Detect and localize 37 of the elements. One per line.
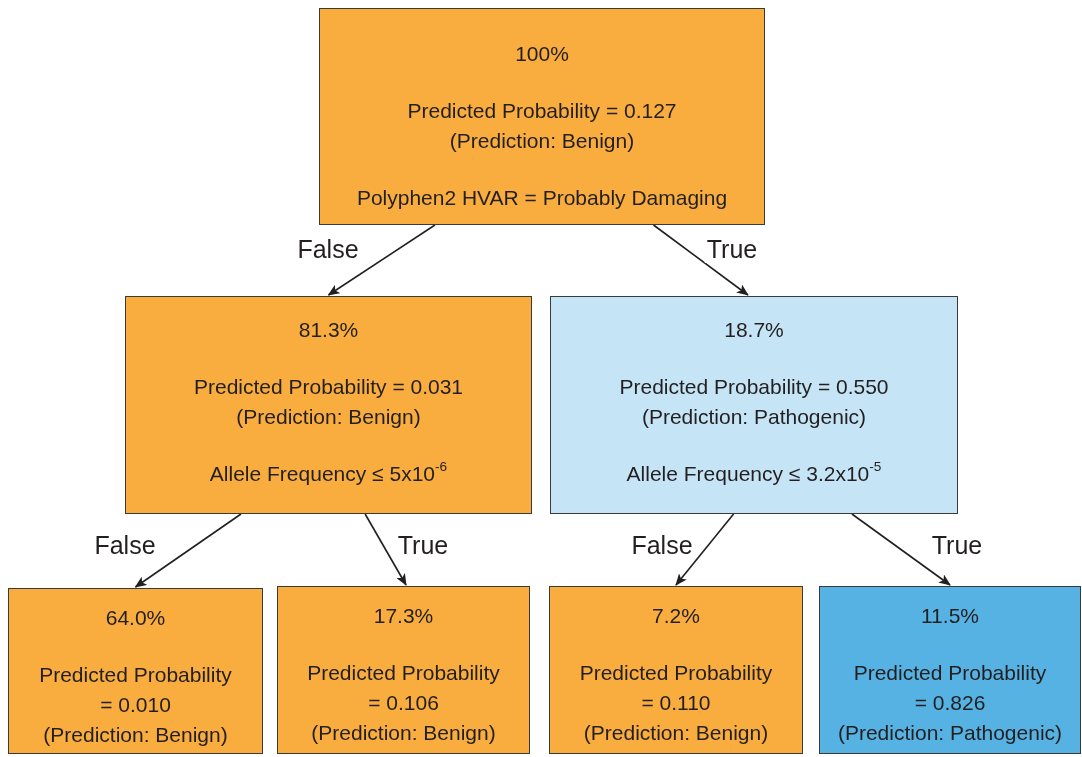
probability-text: Predicted Probability = 0.110	[578, 660, 774, 716]
split-condition-text: Allele Frequency ≤ 3.2x10$^{-5}$	[626, 459, 882, 487]
prediction-text: (Prediction: Benign)	[236, 404, 421, 430]
prediction-text: (Prediction: Pathogenic)	[837, 720, 1063, 746]
prediction-text: (Prediction: Benign)	[43, 722, 228, 748]
arrow	[851, 513, 951, 586]
probability-text: Predicted Probability = 0.010	[38, 662, 233, 718]
probability-text: Predicted Probability = 0.127	[407, 98, 677, 124]
percentage-text: 17.3%	[373, 603, 434, 629]
tree-node-box	[125, 296, 532, 514]
percentage-text: 81.3%	[298, 317, 359, 343]
tree-node-box	[319, 8, 765, 225]
split-condition-text: Polyphen2 HVAR = Probably Damaging	[356, 185, 728, 211]
prediction-text: (Prediction: Pathogenic)	[641, 404, 867, 430]
tree-node-box	[549, 586, 803, 754]
probability-text: Predicted Probability = 0.826	[852, 660, 1048, 716]
split-condition-text: Allele Frequency ≤ 5x10$^{-6}$	[209, 459, 448, 487]
prediction-text: (Prediction: Benign)	[311, 720, 496, 746]
probability-text: Predicted Probability = 0.550	[619, 374, 889, 400]
tree-node-box	[277, 586, 530, 754]
arrow	[134, 513, 242, 588]
percentage-text: 11.5%	[921, 603, 979, 629]
probability-text: Predicted Probability = 0.106	[306, 660, 501, 716]
percentage-text: 100%	[515, 41, 569, 67]
arrow	[327, 224, 436, 296]
prediction-text: (Prediction: Benign)	[449, 128, 635, 154]
arrow	[675, 513, 735, 586]
percentage-text: 64.0%	[105, 605, 166, 631]
percentage-text: 18.7%	[724, 317, 784, 343]
arrow	[652, 224, 749, 296]
percentage-text: 7.2%	[652, 603, 700, 629]
tree-node-box	[8, 588, 263, 754]
probability-text: Predicted Probability = 0.031	[193, 374, 464, 400]
arrow	[364, 513, 407, 586]
tree-node-box	[819, 586, 1081, 754]
tree-node-box	[550, 296, 958, 514]
prediction-text: (Prediction: Benign)	[583, 720, 769, 746]
